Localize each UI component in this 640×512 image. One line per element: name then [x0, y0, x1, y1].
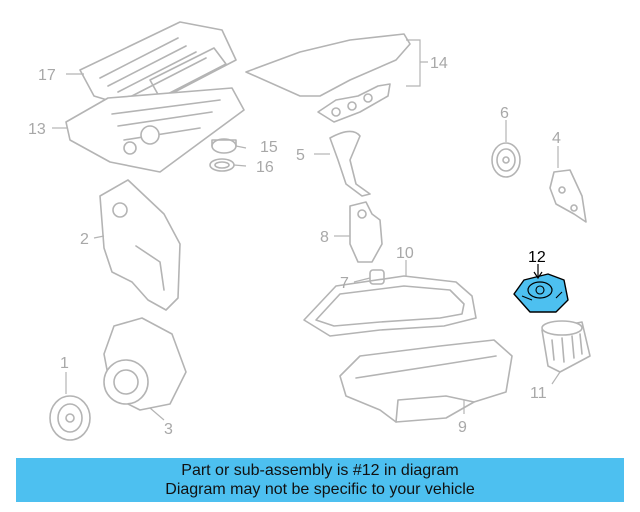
callout-11: 11	[530, 385, 547, 402]
callout-17: 17	[38, 67, 56, 84]
part-13-cam-cover	[65, 87, 245, 173]
callout-6: 6	[500, 105, 509, 122]
part-3-hub	[103, 317, 187, 411]
callout-4: 4	[552, 130, 561, 147]
callout-5: 5	[296, 147, 305, 164]
banner-line-1: Part or sub-assembly is #12 in diagram	[181, 462, 459, 479]
callout-13: 13	[28, 121, 46, 138]
part-5-belt	[329, 130, 371, 197]
part-7-sleeve	[369, 269, 385, 285]
part-10-pan-gasket	[303, 275, 477, 337]
callout-10: 10	[396, 245, 414, 262]
part-14-gasket	[245, 33, 428, 123]
callout-14: 14	[430, 55, 448, 72]
info-banner: Part or sub-assembly is #12 in diagram D…	[16, 458, 624, 502]
callout-9: 9	[458, 419, 467, 436]
leader-lines	[52, 73, 561, 421]
part-9-oil-pan	[339, 339, 513, 423]
callout-15: 15	[260, 139, 278, 156]
callout-12: 12	[528, 249, 546, 266]
callout-labels: 17 13 14 15 16 5 6 4 2 8 10 7 1 3 9 11 1…	[28, 55, 561, 438]
callout-3: 3	[164, 421, 173, 438]
callout-7: 7	[340, 275, 349, 292]
callout-1: 1	[60, 355, 69, 372]
part-12-filter-adapter-highlighted[interactable]	[513, 273, 569, 313]
callout-8: 8	[320, 229, 329, 246]
exploded-parts-diagram: 17 13 14 15 16 5 6 4 2 8 10 7 1 3 9 11 1…	[28, 21, 591, 441]
part-16-seal	[209, 158, 235, 172]
callout-16: 16	[256, 159, 274, 176]
banner-line-2: Diagram may not be specific to your vehi…	[165, 481, 475, 498]
callout-2: 2	[80, 231, 89, 248]
part-15-oil-cap	[211, 138, 237, 154]
part-1-crank-pulley	[49, 395, 91, 441]
part-11-oil-filter	[541, 320, 591, 373]
part-8-tensioner	[349, 201, 383, 263]
part-4-bracket	[549, 169, 587, 223]
part-6-pulley	[491, 142, 521, 178]
part-17-valve-cover	[79, 21, 237, 111]
part-2-timing-cover	[99, 179, 181, 311]
